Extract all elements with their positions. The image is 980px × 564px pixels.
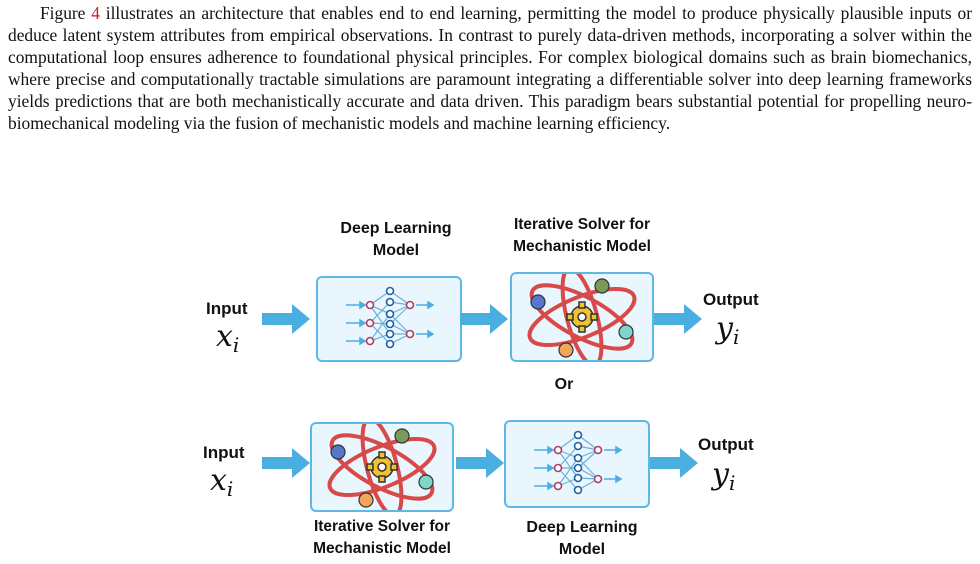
bottom-input-sub: i (226, 477, 234, 501)
top-dl-label: Deep Learning Model (318, 218, 474, 262)
top-arrow-3-icon (654, 304, 702, 334)
bottom-dl-label-line2: Model (558, 541, 606, 558)
figure-reference-link[interactable]: 4 (91, 3, 100, 23)
top-input-var: x (216, 319, 233, 354)
bottom-arrow-1-icon (262, 448, 310, 478)
bottom-arrow-2-icon (456, 448, 504, 478)
top-output-variable: yi (716, 314, 739, 352)
top-dl-label-line1: Deep Learning (340, 220, 452, 237)
neural-network-icon (346, 286, 435, 349)
neural-network-icon (534, 430, 623, 495)
atom-gear-icon (327, 416, 437, 518)
bottom-input-var: x (210, 463, 227, 498)
top-input-label: Input (206, 299, 248, 318)
or-label: Or (554, 376, 574, 393)
bottom-output-sub: i (728, 471, 736, 495)
top-output-sub: i (732, 325, 740, 349)
bottom-solver-label: Iterative Solver for Mechanistic Model (296, 516, 468, 560)
top-solver-label-line2: Mechanistic Model (513, 238, 651, 255)
body-paragraph: Figure 4 illustrates an architecture tha… (8, 2, 972, 134)
bottom-output-var: y (712, 457, 729, 492)
atom-gear-icon (527, 266, 637, 368)
top-solver-label: Iterative Solver for Mechanistic Model (490, 214, 674, 258)
bottom-solver-label-line2: Mechanistic Model (313, 540, 451, 557)
top-output-label: Output (703, 290, 759, 309)
bottom-dl-model-box (504, 420, 650, 508)
paragraph-text-rest: illustrates an architecture that enables… (8, 3, 972, 133)
top-solver-box (510, 266, 654, 368)
bottom-solver-label-line1: Iterative Solver for (313, 518, 451, 535)
bottom-dl-label: Deep Learning Model (504, 517, 660, 561)
top-arrow-1-icon (262, 304, 310, 334)
top-input-variable: xi (216, 322, 239, 360)
top-output-var: y (716, 311, 733, 346)
bottom-input-variable: xi (210, 466, 233, 504)
bottom-output-variable: yi (712, 460, 735, 498)
bottom-output-label: Output (698, 435, 754, 454)
top-arrow-2-icon (460, 304, 508, 334)
top-solver-label-line1: Iterative Solver for (513, 216, 651, 233)
top-input-sub: i (232, 333, 240, 357)
bottom-arrow-3-icon (650, 448, 698, 478)
top-dl-label-line2: Model (372, 242, 420, 259)
top-dl-model-box (316, 276, 462, 362)
paragraph-text-start: Figure (40, 3, 92, 23)
bottom-solver-box (310, 416, 454, 518)
bottom-input-label: Input (203, 443, 245, 462)
bottom-dl-label-line1: Deep Learning (526, 519, 638, 536)
